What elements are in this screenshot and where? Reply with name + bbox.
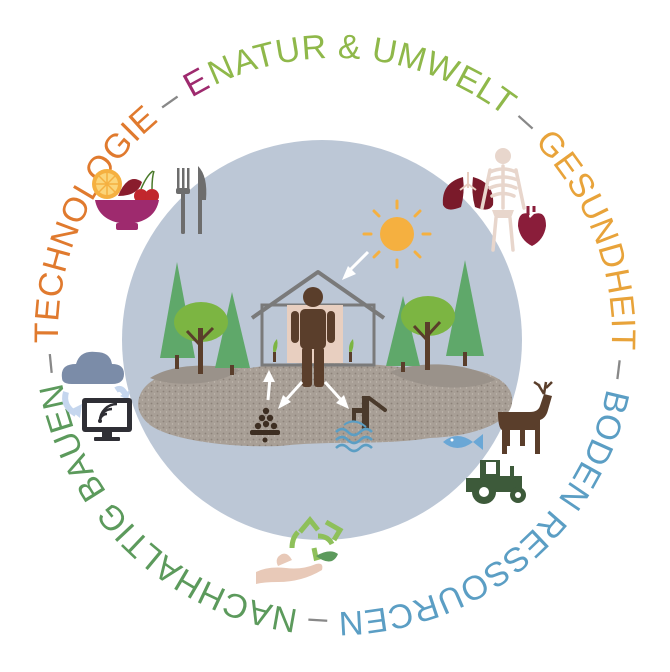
skeleton-icon [480, 148, 526, 252]
ring-sep-3: – [295, 602, 328, 642]
resource-arrows [263, 370, 349, 409]
leaf-icon [316, 551, 338, 562]
hand-icon [256, 553, 323, 584]
pine-tree-icon [215, 292, 250, 368]
ring-sep-2: – [599, 358, 641, 393]
sun-arrow [342, 250, 370, 280]
sun-icon [362, 199, 432, 269]
cutlery-icon [176, 166, 207, 234]
ring-sep-4: – [28, 343, 68, 375]
heart-icon [518, 206, 546, 246]
ring-item-gesundheit: GESUNDHEIT [528, 122, 642, 350]
fish-icon [443, 434, 483, 450]
right-trees [386, 260, 484, 372]
recycle-icon [289, 516, 344, 562]
sync-arrows-icon [62, 385, 130, 418]
person-icon [291, 287, 335, 387]
pine-tree-icon [446, 260, 484, 356]
ring-sep-6: – [0, 0, 10, 8]
ring-item-natur: NATUR & UMWELT [202, 28, 522, 123]
sprout-icon [349, 339, 354, 355]
pump-icon [335, 396, 387, 453]
soil-ground [138, 362, 513, 447]
monitor-icon [82, 398, 132, 441]
left-trees [160, 262, 250, 375]
sprout-icon [273, 339, 278, 355]
deer-icon [498, 380, 553, 454]
ring-item-boden: BODEN [545, 387, 636, 527]
tractor-icon [466, 460, 526, 504]
pine-tree-icon [386, 296, 420, 366]
fruit-bowl-icon [92, 169, 159, 230]
lungs-icon [442, 172, 494, 210]
cloud-icon [61, 351, 124, 384]
seeds-icon [250, 407, 280, 443]
